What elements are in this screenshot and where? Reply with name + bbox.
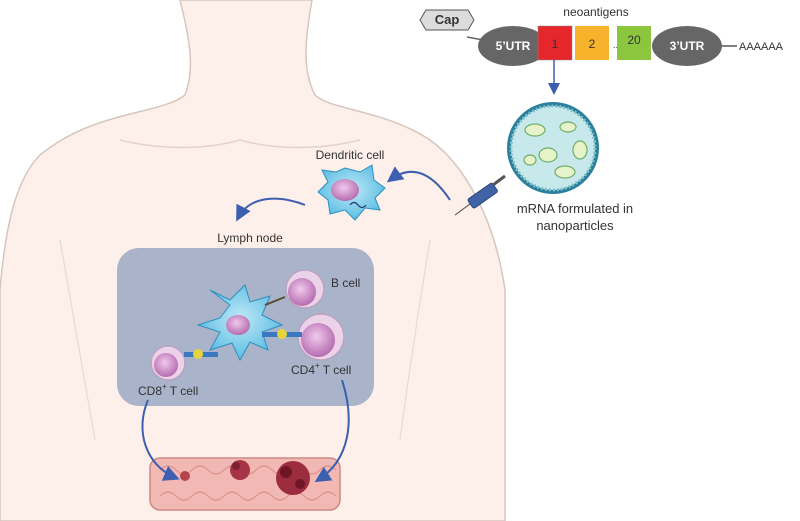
arrow-dendritic-to-lymph bbox=[236, 197, 306, 222]
cd8-synapse bbox=[184, 349, 218, 359]
activated-dendritic-cell bbox=[196, 284, 284, 362]
neoantigen-segment-1 bbox=[537, 25, 573, 61]
nanoparticle-caption-line1: mRNA formulated in bbox=[517, 201, 633, 216]
cap-label: Cap bbox=[435, 12, 460, 27]
utr5-label: 5’UTR bbox=[496, 39, 531, 53]
neoantigens-label: neoantigens bbox=[563, 5, 628, 19]
dendritic-cell-label: Dendritic cell bbox=[316, 148, 385, 162]
polya-tail-label: AAAAAA bbox=[739, 41, 784, 53]
segment-2-label: 2 bbox=[589, 37, 596, 51]
arrow-cd4-to-intestine bbox=[314, 379, 350, 483]
intestine-icon bbox=[149, 457, 341, 511]
cd4-synapse bbox=[262, 329, 302, 339]
arrow-syringe-to-dendritic bbox=[386, 166, 451, 201]
nanoparticle-caption-line2: nanoparticles bbox=[536, 218, 614, 233]
cd8-t-cell-label: CD8+ T cell bbox=[138, 382, 198, 398]
b-cell-icon bbox=[264, 269, 325, 309]
lymph-node-label: Lymph node bbox=[217, 231, 283, 245]
neoantigen-segment-20 bbox=[617, 26, 651, 60]
syringe-icon bbox=[454, 174, 506, 216]
mrna-construct: Cap 5’UTR 1 2 ...... 20 neoantigens 3’UT… bbox=[419, 5, 784, 66]
segment-20-label: 20 bbox=[627, 33, 641, 47]
nanoparticle-icon bbox=[507, 102, 599, 194]
segment-1-label: 1 bbox=[552, 37, 559, 51]
dendritic-cell-icon bbox=[317, 164, 386, 221]
cd4-t-cell-icon bbox=[297, 313, 345, 361]
neoantigen-segment-2 bbox=[575, 26, 609, 60]
utr3-oval bbox=[652, 26, 722, 66]
utr5-oval bbox=[478, 26, 548, 66]
utr3-label: 3’UTR bbox=[670, 39, 705, 53]
cd8-t-cell-icon bbox=[150, 345, 186, 381]
cd4-t-cell-label: CD4+ T cell bbox=[291, 361, 351, 377]
arrow-cd8-to-intestine bbox=[141, 399, 180, 481]
cap-icon bbox=[419, 9, 475, 31]
b-cell-label: B cell bbox=[331, 276, 360, 290]
